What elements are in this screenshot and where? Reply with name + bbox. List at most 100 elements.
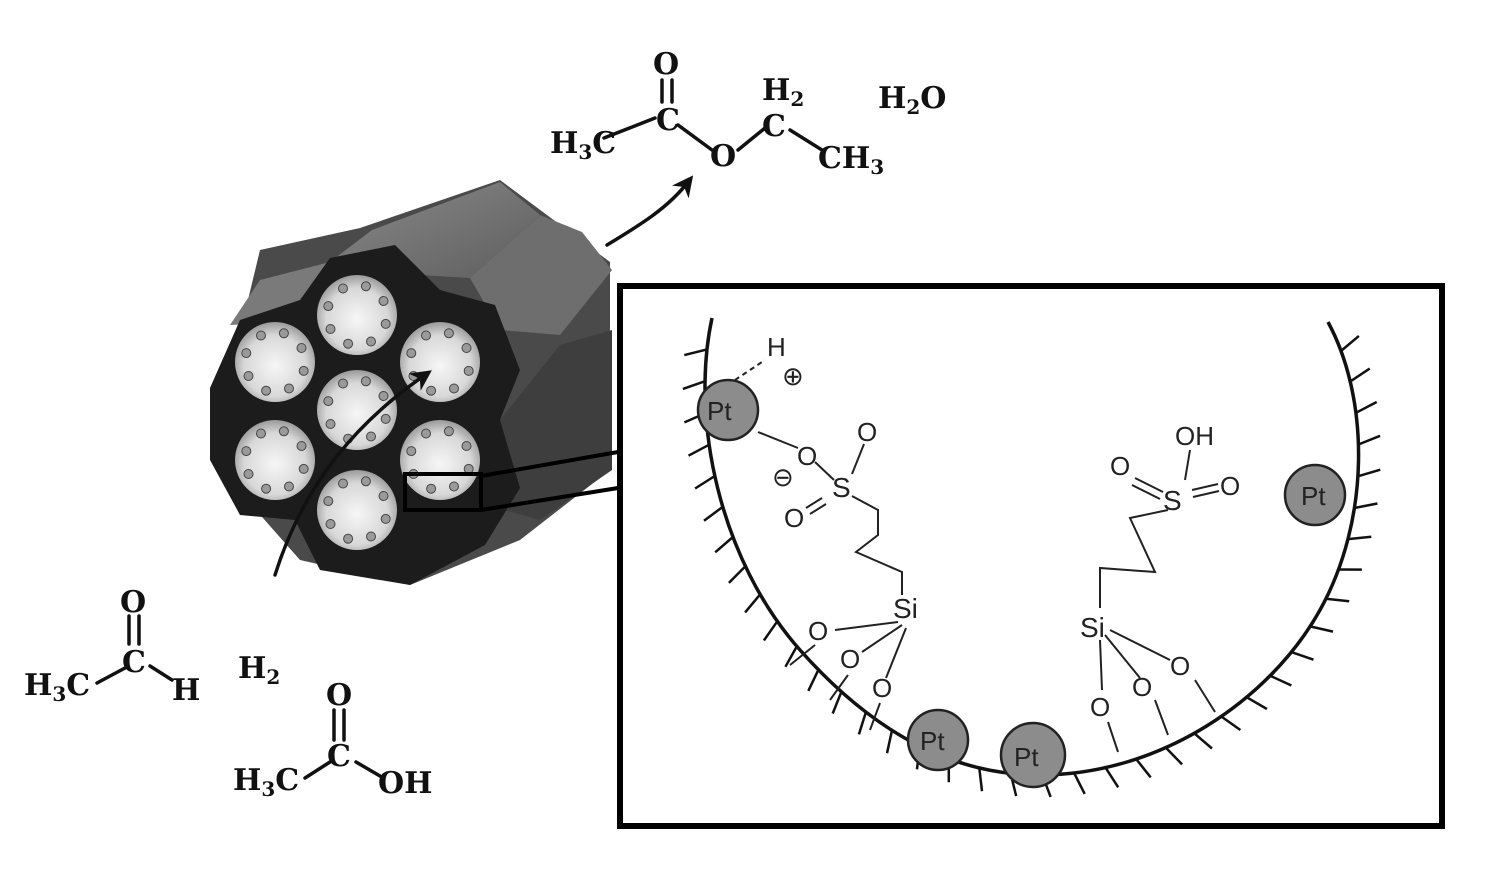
pore-particle [296, 441, 307, 451]
reactant-arrow [273, 370, 432, 577]
svg-text:H3C: H3C [550, 126, 616, 164]
acetaldehyde-structure: H3C C O H [24, 585, 200, 708]
svg-text:Pt: Pt [1014, 742, 1039, 772]
wall-hatch [762, 620, 779, 642]
wall-hatch [687, 443, 710, 457]
wall-hatch [694, 474, 716, 490]
wall-hatch [831, 691, 843, 714]
wall-hatch [784, 645, 798, 668]
wall-hatch [1340, 334, 1360, 352]
pore-particle [323, 396, 334, 407]
wall-hatch [1325, 597, 1350, 603]
wall-hatch [744, 593, 762, 614]
svg-text:O: O [797, 441, 817, 471]
pore [400, 322, 480, 402]
svg-text:Si: Si [893, 593, 918, 624]
zoom-selection-box [403, 472, 483, 512]
pt-particle: Pt [999, 721, 1067, 789]
ethyl-acetate-structure: H3C C O O H2 C CH3 [550, 47, 884, 179]
pore [235, 420, 315, 500]
wall-hatch [807, 669, 820, 692]
wall-hatch [857, 711, 868, 735]
pore-particle [443, 328, 454, 339]
proton-charge: ⊕ [782, 361, 804, 391]
wall-hatch [1193, 732, 1213, 750]
pore-particle [241, 348, 252, 359]
pore-particle [366, 431, 376, 442]
pore [317, 470, 397, 550]
svg-text:O: O [1132, 672, 1152, 702]
aldehyde-hydrogen: H [172, 673, 200, 708]
wall-hatch [714, 536, 734, 554]
wall-hatch [703, 505, 724, 522]
h3c-label: H [24, 668, 52, 703]
acetic-acid-structure: H3C C O OH [233, 678, 432, 801]
pore-particle [463, 365, 474, 376]
pore-wall-hatching [682, 334, 1381, 798]
pore-particle [261, 385, 272, 396]
svg-text:O: O [872, 673, 892, 703]
ch2-carbon: C [762, 109, 786, 144]
pore-particle [278, 328, 289, 339]
carbonyl-carbon: C [656, 103, 680, 138]
pore-particle [406, 348, 417, 359]
pore-particle [338, 478, 348, 489]
sulfonate-anion-group: O ⊖ S O O Si O O O [757, 417, 918, 731]
svg-text:O: O [808, 616, 828, 646]
pore-particle [243, 371, 254, 381]
pore [317, 370, 397, 450]
wall-hatch [1349, 367, 1371, 383]
pore-particle [323, 301, 334, 312]
pore-particle [256, 330, 266, 341]
wall-hatch [683, 348, 708, 357]
wall-hatch [682, 380, 706, 391]
pore-surface-inset: Pt Pt Pt Pt H ⊕ O ⊖ S O [617, 283, 1445, 829]
svg-text:Pt: Pt [1301, 481, 1326, 511]
pore-particle [443, 426, 454, 437]
wall-hatch [1135, 758, 1152, 779]
water-formula: H2O [878, 81, 946, 119]
pore-particle [421, 428, 431, 439]
ch2-label: H [762, 73, 790, 108]
pore-particle [343, 533, 354, 544]
pore-particle [378, 296, 389, 306]
sulfonic-acid-group: OH S O O Si O O O [1080, 421, 1240, 753]
svg-text:O: O [1220, 471, 1240, 501]
wall-hatch [1357, 468, 1381, 478]
pore-particle [284, 383, 294, 394]
svg-text:O: O [784, 503, 804, 533]
aldehyde-oxygen: O [120, 585, 146, 620]
pore-particle [343, 338, 354, 349]
pore-particle [360, 281, 371, 292]
pore [400, 420, 480, 500]
pore-particle [449, 383, 459, 394]
svg-text:Pt: Pt [920, 726, 945, 756]
pore-particle [298, 365, 309, 376]
pore-particle [243, 469, 254, 479]
pore-particle [426, 483, 437, 494]
wall-hatch [1347, 535, 1372, 541]
wall-hatch [1357, 434, 1381, 446]
pore-particle [360, 476, 371, 487]
pore-particle [325, 324, 336, 334]
pore-particle [298, 463, 309, 474]
h3c-label: H [233, 763, 261, 798]
pore-particle [449, 481, 459, 492]
wall-hatch [1355, 400, 1378, 414]
wall-hatch [1072, 772, 1086, 795]
wall-hatch [978, 767, 984, 792]
ester-oxygen: O [710, 139, 736, 174]
pore-particle [461, 441, 472, 451]
pore-particle [461, 343, 472, 353]
pore-particle [378, 391, 389, 401]
wall-hatch [885, 730, 894, 754]
svg-text:O: O [1110, 451, 1130, 481]
pore-particle [284, 481, 294, 492]
wall-hatch [1354, 502, 1378, 510]
svg-text:H3C: H3C [233, 763, 299, 801]
pore-particle [380, 513, 391, 524]
svg-text:O: O [1170, 651, 1190, 681]
pores [235, 275, 480, 550]
wall-hatch [1269, 674, 1292, 687]
